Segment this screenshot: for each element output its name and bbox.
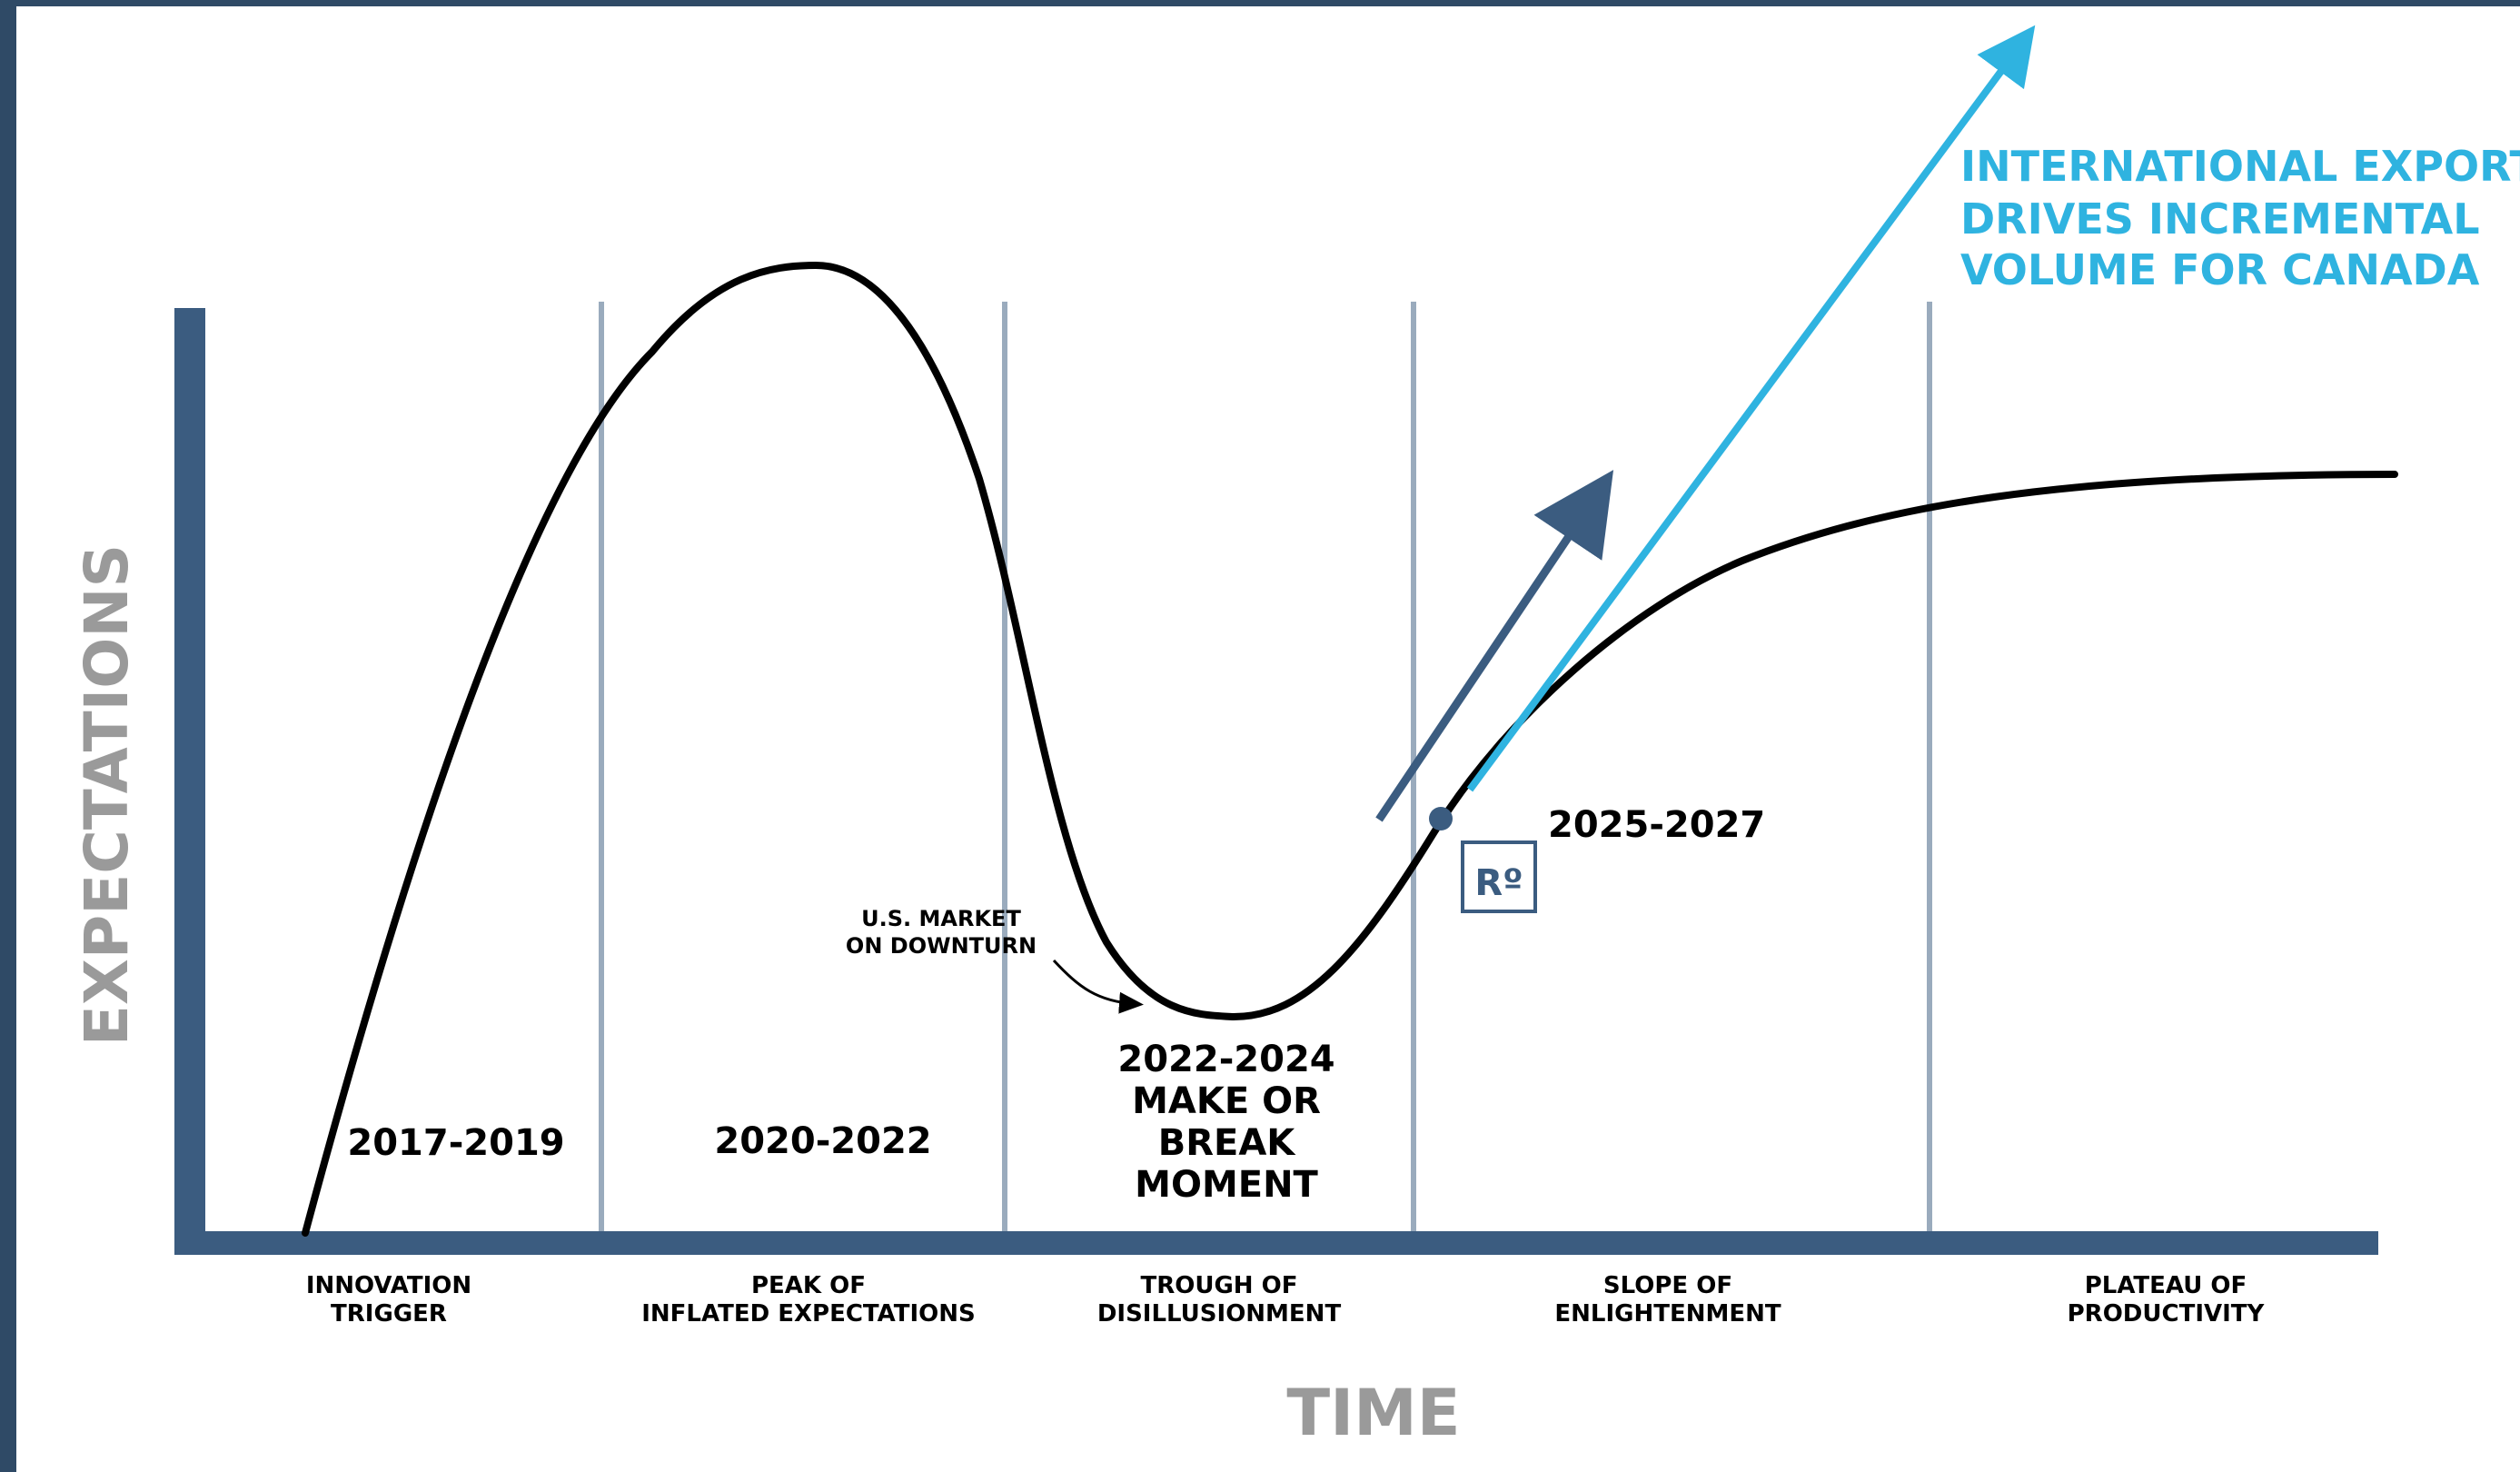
downturn-pointer-arrow: [1052, 959, 1144, 1014]
svg-text:BREAK: BREAK: [1158, 1122, 1297, 1164]
y-axis-title: EXPECTATIONS: [72, 544, 142, 1046]
hype-cycle-diagram: Rº EXPECTATIONS TIME INNOVATION TRIGGER …: [16, 6, 2520, 1472]
svg-text:INNOVATION: INNOVATION: [306, 1272, 471, 1299]
svg-text:VOLUME FOR CANADA: VOLUME FOR CANADA: [1960, 245, 2480, 294]
phase-label-trough: TROUGH OF DISILLUSIONMENT: [1097, 1272, 1342, 1328]
logo-text: Rº: [1474, 862, 1523, 904]
x-axis-title: TIME: [1286, 1376, 1460, 1450]
svg-text:2022-2024: 2022-2024: [1117, 1039, 1334, 1080]
period-label-2025-2027: 2025-2027: [1548, 804, 1765, 846]
y-axis-bar: [174, 308, 205, 1255]
svg-text:INFLATED EXPECTATIONS: INFLATED EXPECTATIONS: [641, 1300, 976, 1328]
international-export-callout: INTERNATIONAL EXPORT DRIVES INCREMENTAL …: [1960, 142, 2520, 294]
phase-label-slope: SLOPE OF ENLIGHTENMENT: [1554, 1272, 1781, 1328]
hype-curve: [302, 261, 2398, 1237]
svg-text:U.S. MARKET: U.S. MARKET: [861, 906, 1021, 931]
period-label-2017-2019: 2017-2019: [347, 1122, 564, 1164]
svg-text:TRIGGER: TRIGGER: [331, 1300, 447, 1328]
phase-label-innovation-trigger: INNOVATION TRIGGER: [306, 1272, 471, 1328]
current-position-dot: [1429, 807, 1453, 830]
x-axis-bar: [174, 1231, 2378, 1255]
svg-text:PEAK OF: PEAK OF: [751, 1272, 866, 1299]
svg-text:MAKE OR: MAKE OR: [1132, 1080, 1321, 1122]
svg-text:INTERNATIONAL EXPORT: INTERNATIONAL EXPORT: [1960, 142, 2520, 191]
svg-text:ON DOWNTURN: ON DOWNTURN: [846, 933, 1037, 959]
export-arrow-light: [1466, 25, 2036, 792]
svg-text:MOMENT: MOMENT: [1135, 1164, 1318, 1206]
period-label-2022-2024: 2022-2024 MAKE OR BREAK MOMENT: [1117, 1039, 1334, 1206]
svg-text:ENLIGHTENMENT: ENLIGHTENMENT: [1554, 1300, 1781, 1328]
period-label-2020-2022: 2020-2022: [714, 1120, 931, 1162]
phase-label-peak: PEAK OF INFLATED EXPECTATIONS: [641, 1272, 976, 1328]
phase-label-plateau: PLATEAU OF PRODUCTIVITY: [2068, 1272, 2266, 1328]
svg-text:PLATEAU OF: PLATEAU OF: [2085, 1272, 2247, 1299]
brand-logo: Rº: [1461, 840, 1537, 913]
svg-text:PRODUCTIVITY: PRODUCTIVITY: [2068, 1300, 2266, 1328]
us-market-downturn-note: U.S. MARKET ON DOWNTURN: [846, 906, 1037, 959]
svg-text:SLOPE OF: SLOPE OF: [1603, 1272, 1732, 1299]
svg-text:DRIVES INCREMENTAL: DRIVES INCREMENTAL: [1960, 194, 2480, 244]
diagram-canvas: Rº EXPECTATIONS TIME INNOVATION TRIGGER …: [72, 25, 2520, 1450]
svg-text:DISILLUSIONMENT: DISILLUSIONMENT: [1097, 1300, 1342, 1328]
growth-arrow-dark: [1375, 470, 1614, 822]
svg-text:TROUGH OF: TROUGH OF: [1141, 1272, 1298, 1299]
